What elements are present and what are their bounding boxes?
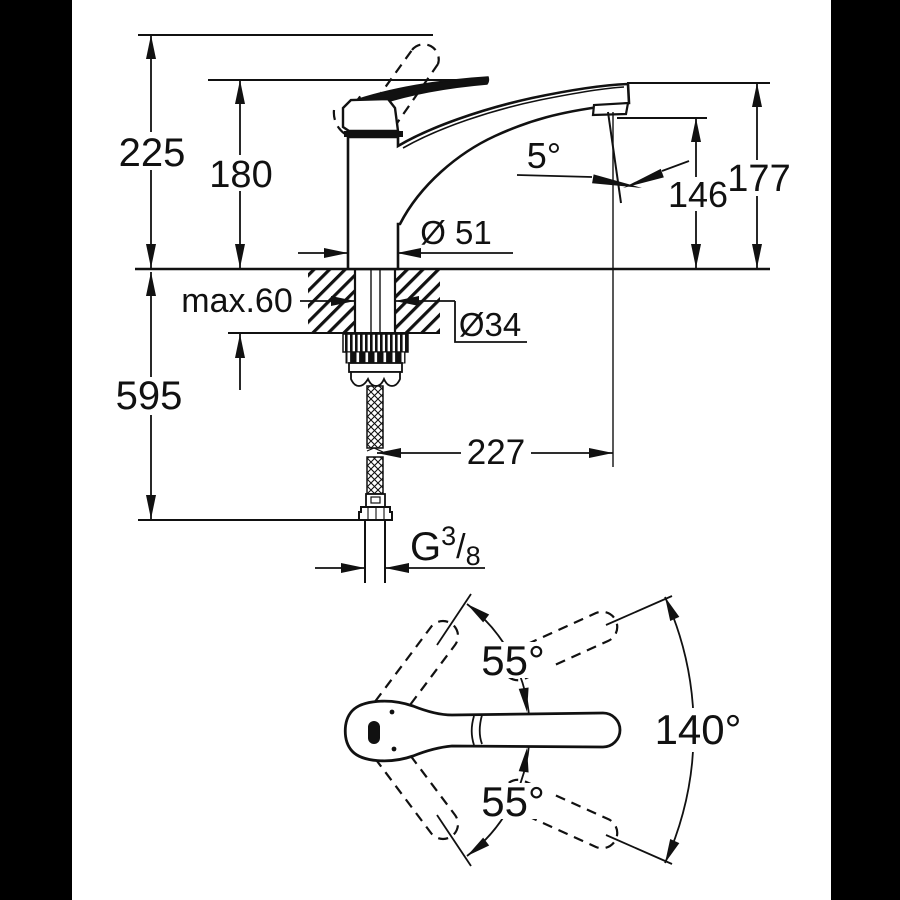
- supply-hose: [358, 385, 393, 583]
- aerator: [591, 101, 630, 117]
- handle-dot-top: [389, 709, 395, 715]
- reference-lines: [135, 34, 770, 521]
- left-pillarbox: [0, 0, 72, 900]
- ray-upper-right: [605, 595, 673, 626]
- dim-55-upper-label: 55°: [481, 637, 545, 684]
- dim-thread-label: G3/8: [410, 521, 481, 571]
- lever-joint-line: [470, 715, 475, 746]
- ray-lower-right: [605, 834, 673, 865]
- right-pillarbox: [831, 0, 900, 900]
- ghost-lower-left: [364, 726, 460, 841]
- dim-225-label: 225: [119, 131, 186, 175]
- ray-upper-left: [436, 593, 472, 646]
- arrowheads-side-view: [146, 35, 762, 573]
- arrowheads-top-view: [467, 597, 680, 863]
- dia34-leader: [454, 301, 527, 343]
- dim-146-label: 146: [668, 174, 728, 215]
- handle-dot-bottom: [391, 746, 397, 752]
- dim-55-lower-label: 55°: [481, 778, 545, 825]
- mounting-nut-assembly: [342, 333, 409, 387]
- handle-hub: [341, 97, 400, 133]
- dimension-labels: 225 180 5° 146 177 Ø 51 max.60 Ø34 595 2…: [115, 131, 791, 825]
- side-view: [135, 34, 770, 583]
- stream-angle-line: [607, 111, 622, 204]
- spout-highlight-line: [402, 86, 625, 149]
- dim-5deg-label: 5°: [527, 135, 561, 176]
- dim-dia51-label: Ø 51: [420, 214, 492, 251]
- dim-dia34-label: Ø34: [459, 306, 521, 343]
- mounting-washer: [350, 371, 401, 387]
- top-view: [343, 593, 695, 867]
- dim-140-label: 140°: [655, 706, 742, 753]
- ghost-upper-left: [364, 619, 460, 734]
- angle-leader-left: [516, 174, 593, 178]
- handle-base-band: [344, 131, 403, 137]
- dim-180-label: 180: [209, 154, 272, 196]
- handle-top-outline: [343, 699, 622, 763]
- dim-177-label: 177: [727, 158, 790, 200]
- dim-595-label: 595: [116, 374, 183, 418]
- ray-lower-left: [436, 814, 472, 867]
- lever-joint-line-2: [478, 714, 483, 745]
- outlet-axis: [607, 111, 622, 467]
- dim-227-label: 227: [467, 433, 525, 472]
- dim-max60-label: max.60: [181, 282, 293, 320]
- handle-indicator-slot: [368, 721, 380, 744]
- angle-leader-right: [661, 160, 690, 172]
- hose-ferrule: [365, 493, 386, 508]
